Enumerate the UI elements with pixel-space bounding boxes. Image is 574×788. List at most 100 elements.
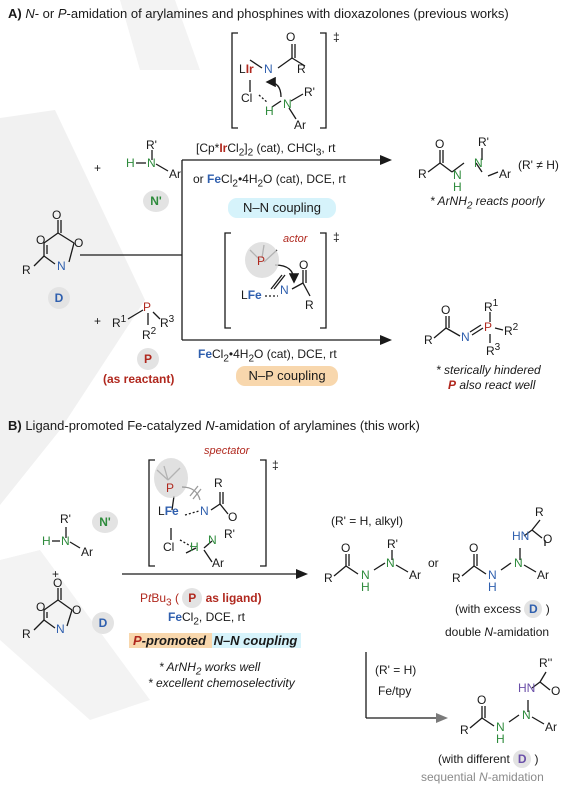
pa-P: P: [143, 300, 152, 314]
ts1-LIr: LIr: [239, 62, 254, 76]
actor-label: actor: [283, 233, 308, 245]
pa-R3: R3: [160, 314, 175, 330]
p1-Rp: R': [478, 135, 489, 149]
ts1-N2: N: [283, 97, 292, 111]
ts2-N: N: [280, 283, 289, 297]
ts1-dagger: ‡: [333, 30, 340, 44]
db-N: N: [56, 622, 65, 636]
r-prime-ne-h: (R' ≠ H): [518, 158, 559, 172]
n-prime-badge-b: N': [92, 511, 118, 533]
pb3-HN: HN: [518, 681, 536, 695]
note-chemoselectivity: * excellent chemoselectivity: [148, 676, 295, 690]
pb3-N2: N: [522, 708, 531, 722]
db-O-left: O: [36, 600, 46, 614]
ts2-O: O: [299, 258, 309, 272]
pb2-N2: N: [514, 556, 523, 570]
ts1-Cl: Cl: [241, 91, 253, 105]
p2-R: R: [424, 333, 433, 347]
p2-R3: R3: [486, 342, 501, 358]
da-R: R: [22, 263, 31, 277]
section-a-letter: A): [8, 6, 22, 21]
plus-a1: +: [94, 161, 102, 175]
np-coupling-pill: N–P coupling: [236, 366, 338, 386]
d-badge-a: D: [48, 287, 70, 309]
p1-N2: N: [474, 156, 483, 170]
ts3-N2: N: [208, 533, 217, 547]
pb1-N1: N: [361, 568, 370, 582]
ts2-P: P: [257, 254, 266, 268]
p1-R: R: [418, 167, 427, 181]
pb1-Ar: Ar: [409, 568, 421, 582]
nb-H: H: [42, 534, 51, 548]
steric-note-2: P also react well: [448, 378, 536, 392]
ts3-H: H: [190, 540, 199, 554]
pb3-O2: O: [551, 684, 561, 698]
ts1-H: H: [265, 104, 274, 118]
as-reactant-label: (as reactant): [103, 372, 175, 386]
pb2-R: R: [452, 571, 461, 585]
pb1-Rp: R': [387, 537, 398, 551]
p2-O: O: [441, 303, 451, 317]
ts3-Ar: Ar: [212, 556, 224, 570]
ts1-O: O: [286, 30, 296, 44]
d-badge-b: D: [92, 612, 114, 634]
pb2-H1: H: [488, 580, 497, 594]
pb1-O: O: [341, 541, 351, 555]
pb2-N1: N: [488, 568, 497, 582]
cond2-fetpy: Fe/tpy: [378, 684, 412, 698]
pb2-O2: O: [543, 532, 553, 546]
pb3-R: R: [460, 723, 469, 737]
p1-O: O: [435, 137, 445, 151]
ts3-R: R: [214, 476, 223, 490]
db-O-right: O: [72, 603, 82, 617]
pb1-N2: N: [386, 556, 395, 570]
pb3-Rpp: R'': [539, 656, 553, 670]
pa-R2: R2: [142, 326, 157, 342]
p2-R2: R2: [504, 322, 519, 338]
plus-b: +: [52, 567, 60, 581]
ts2-LFe: LFe: [241, 288, 262, 302]
na-N: N: [147, 156, 156, 170]
ts1-Rp: R': [304, 85, 315, 99]
cond-ir: [Cp*IrCl2]2 (cat), CHCl3, rt: [196, 141, 336, 159]
ts3-Cl: Cl: [163, 540, 175, 554]
ts3-Rp: R': [224, 527, 235, 541]
spectator-label: spectator: [204, 445, 250, 457]
p1-H: H: [453, 180, 462, 194]
ts3-dagger: ‡: [272, 458, 279, 472]
p2-R1: R1: [484, 298, 499, 314]
pb3-Ar: Ar: [545, 720, 557, 734]
da-N: N: [57, 259, 66, 273]
na-Ar: Ar: [169, 167, 181, 181]
p2-P: P: [484, 320, 493, 334]
nb-N: N: [61, 534, 70, 548]
cond2-rh: (R' = H): [375, 663, 417, 677]
arnh2-poor-note: * ArNH2 reacts poorly: [430, 194, 545, 212]
pb2-R2: R: [535, 505, 544, 519]
nb-Ar: Ar: [81, 545, 93, 559]
pb3-H: H: [496, 732, 505, 746]
db-O-top: O: [53, 576, 63, 590]
ts1-ir: Ir: [245, 62, 254, 76]
or-label: or: [428, 556, 439, 570]
pb2-Ar: Ar: [537, 568, 549, 582]
pa-R1: R1: [112, 314, 127, 330]
p-badge-a: P: [137, 348, 159, 370]
sequential-label: sequential N-amidation: [421, 770, 544, 784]
cond-fe: or FeCl2•4H2O (cat), DCE, rt: [193, 172, 346, 190]
double-amidation-label: double N-amidation: [445, 625, 550, 639]
pb3-O: O: [477, 693, 487, 707]
r-prime-scope: (R' = H, alkyl): [331, 514, 403, 528]
note-arnh2-well: * ArNH2 works well: [159, 660, 261, 678]
na-H: H: [126, 156, 135, 170]
nb-Rp: R': [60, 512, 71, 526]
steric-note-1: * sterically hindered: [436, 363, 541, 377]
p-promoted-badge: P-promoted N–N coupling: [129, 631, 302, 651]
excess-label: (with excess D ): [455, 600, 550, 618]
nn-coupling-pill: N–N coupling: [228, 198, 336, 218]
ts1-Ar: Ar: [294, 118, 306, 132]
db-R: R: [22, 627, 31, 641]
p2-N: N: [461, 330, 470, 344]
